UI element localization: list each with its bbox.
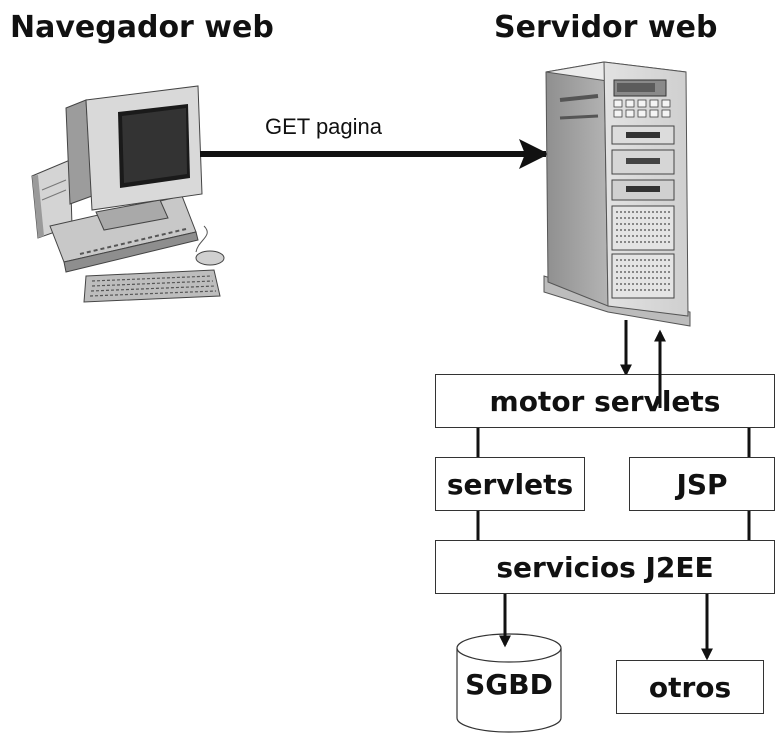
client-title: Navegador web <box>10 10 274 45</box>
desktop-computer-icon <box>31 85 225 303</box>
servlets-label: servlets <box>446 467 574 501</box>
servlet-engine-box: motor servlets <box>435 374 775 428</box>
j2ee-services-label: servicios J2EE <box>496 550 714 584</box>
servlet-engine-label: motor servlets <box>489 384 721 418</box>
request-label: GET pagina <box>265 114 383 139</box>
servlets-box: servlets <box>435 457 585 511</box>
server-title: Servidor web <box>494 10 718 45</box>
j2ee-services-box: servicios J2EE <box>435 540 775 594</box>
database-cylinder-icon <box>456 633 562 733</box>
jsp-box: JSP <box>629 457 775 511</box>
database-label: SGBD <box>465 668 553 701</box>
others-box: otros <box>616 660 764 714</box>
jsp-label: JSP <box>676 467 728 501</box>
others-label: otros <box>648 670 732 704</box>
tower-server-icon <box>543 61 691 327</box>
